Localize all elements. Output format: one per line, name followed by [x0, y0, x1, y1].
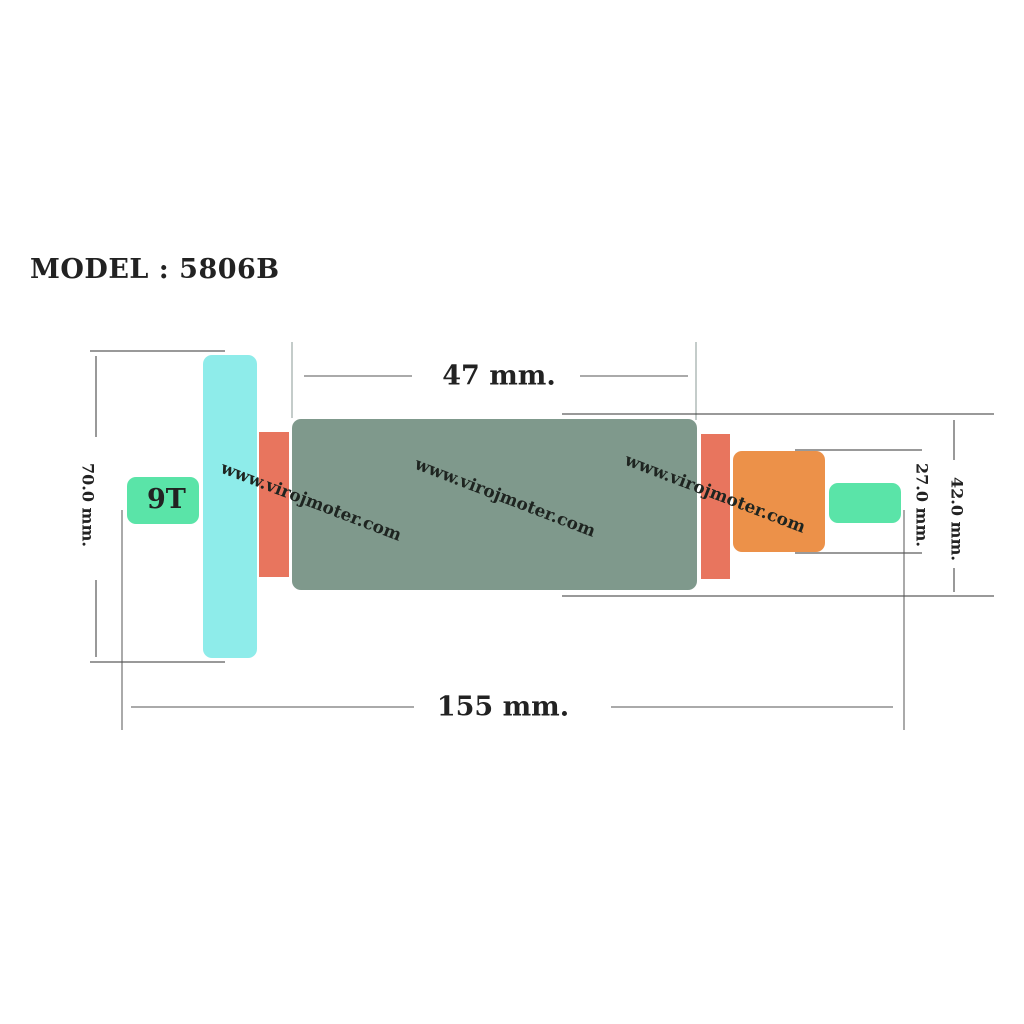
commutator-diameter-label: 27.0 mm.	[912, 463, 932, 547]
core-length-lines	[291, 342, 697, 420]
fan-diameter-lines	[90, 350, 225, 663]
fan	[203, 355, 257, 658]
insulator-right	[701, 434, 730, 579]
overall-length-label: 155 mm.	[436, 691, 570, 723]
insulator-left	[259, 432, 289, 577]
core-diameter-lines	[562, 413, 994, 597]
armature-core	[292, 419, 697, 590]
commutator-diameter-lines	[795, 449, 922, 554]
teeth-label: 9T	[147, 484, 186, 515]
commutator	[733, 451, 825, 552]
fan-diameter-label: 70.0 mm.	[78, 463, 98, 547]
core-diameter-label: 42.0 mm.	[947, 477, 967, 561]
shaft-end	[829, 483, 901, 523]
teeth-gear: 9T	[127, 477, 199, 524]
core-length-label: 47 mm.	[442, 360, 556, 392]
model-title: MODEL : 5806B	[30, 254, 280, 285]
overall-length-lines	[121, 510, 905, 730]
